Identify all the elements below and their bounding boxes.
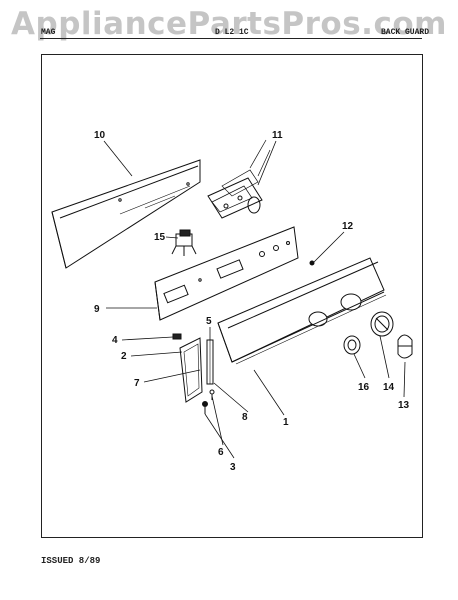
part-4-clip [172, 333, 182, 340]
part-10-rear-panel [51, 159, 201, 269]
header-section: BACK GUARD [381, 28, 430, 37]
header-rule [40, 38, 422, 39]
callout-2: 2 [121, 351, 127, 362]
callout-15: 15 [154, 232, 166, 243]
callout-14: 14 [383, 382, 395, 393]
callout-6: 6 [218, 447, 224, 458]
callout-7: 7 [134, 378, 140, 389]
callout-labels: 10 11 15 12 9 5 4 2 7 8 1 16 14 13 6 3 [94, 130, 410, 473]
header-model: D L2 1C [215, 28, 249, 37]
issue-date: ISSUED 8/89 [41, 556, 101, 566]
part-6-screw [209, 389, 215, 400]
part-2-end-cap [179, 337, 203, 403]
header-brand: MAG [41, 28, 56, 37]
callout-13: 13 [398, 400, 410, 411]
part-3-screw [202, 401, 208, 414]
part-13-knob [397, 334, 413, 359]
callout-1: 1 [283, 417, 289, 428]
part-15-switch [171, 229, 197, 256]
callout-10: 10 [94, 130, 106, 141]
diagram-frame [41, 54, 423, 538]
callout-12: 12 [342, 221, 354, 232]
leader-lines [103, 140, 406, 459]
callout-11: 11 [272, 130, 283, 141]
part-12-screw [309, 260, 315, 266]
part-11-timer-assembly [207, 139, 271, 219]
part-9-mounting-bracket [154, 226, 299, 321]
callout-4: 4 [112, 335, 118, 346]
callout-16: 16 [358, 382, 370, 393]
callout-9: 9 [94, 304, 100, 315]
callout-5: 5 [206, 316, 212, 327]
callout-3: 3 [230, 462, 236, 473]
part-14-dial [370, 311, 394, 337]
part-1-console [217, 257, 387, 365]
part-16-knob [343, 335, 361, 355]
callout-8: 8 [242, 412, 248, 423]
part-5-end-trim [206, 339, 214, 385]
